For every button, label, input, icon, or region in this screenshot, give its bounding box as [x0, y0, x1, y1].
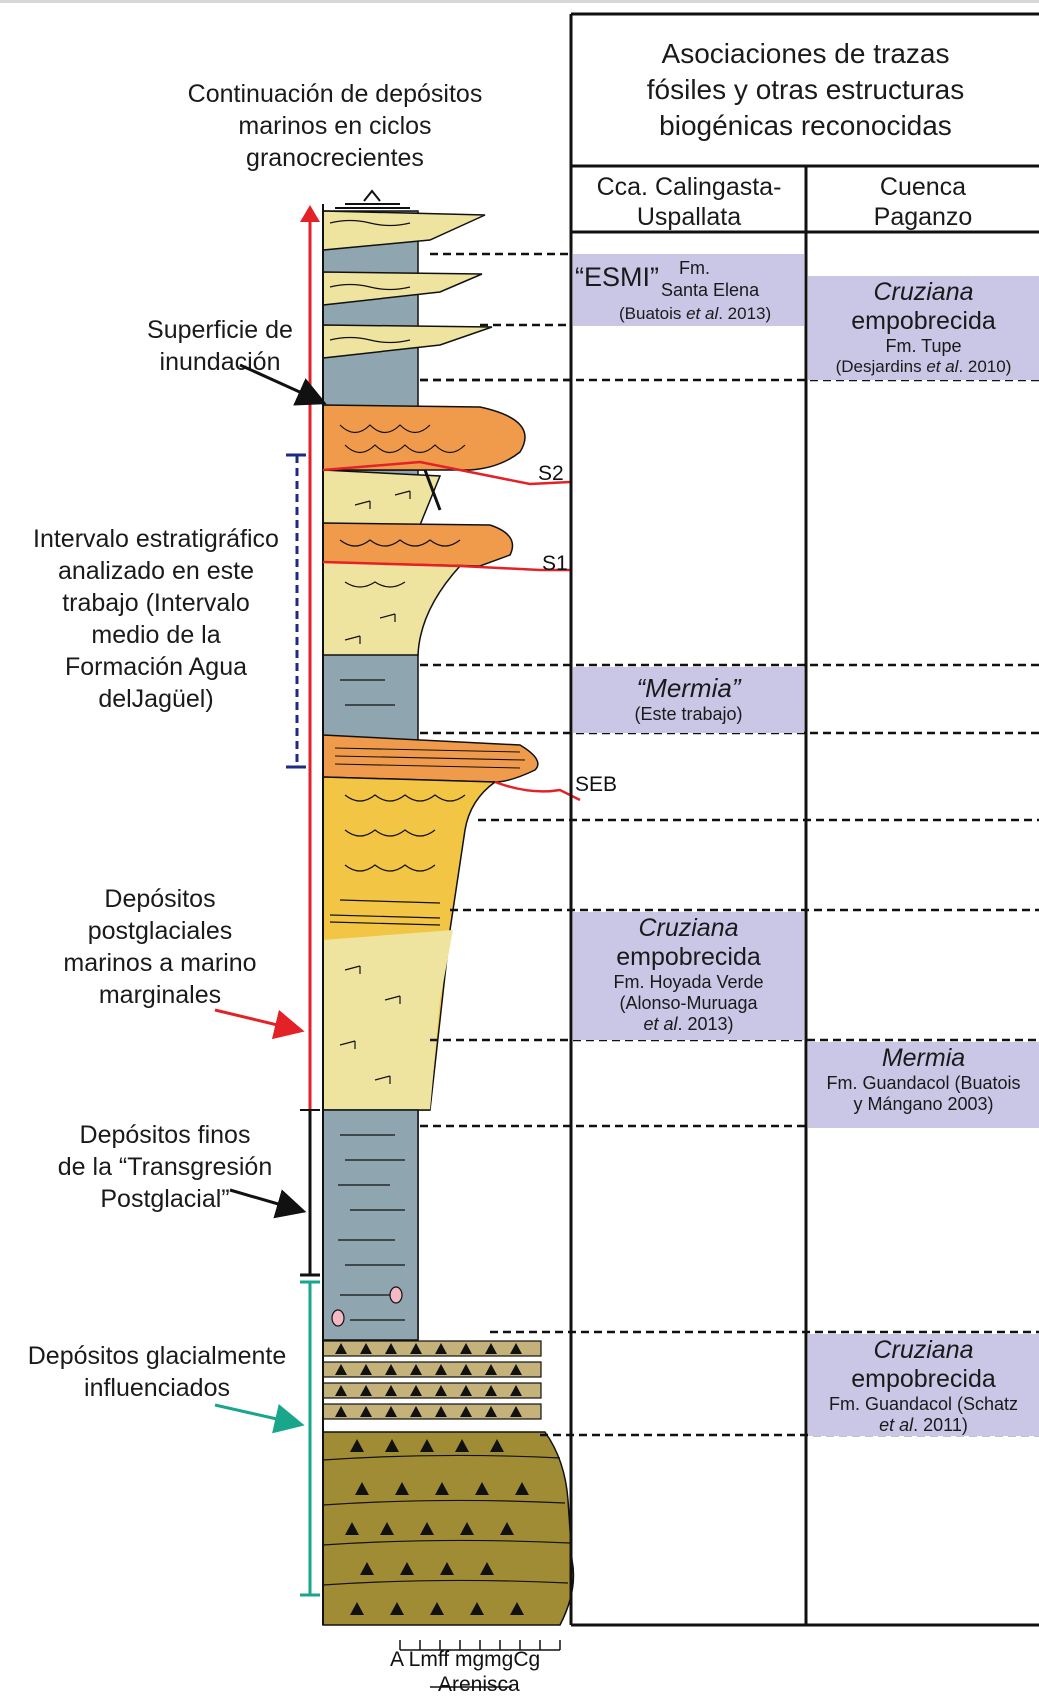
bracket-teal	[300, 1282, 320, 1595]
grain-size-ticks: A Lmff mgmgCg	[390, 1648, 540, 1671]
bracket-black	[300, 1110, 320, 1275]
arrow-superficie	[240, 365, 313, 398]
box-cruziana-hoyada-verde: Cruziana empobrecida Fm. Hoyada Verde (A…	[573, 912, 804, 1040]
orange-bed-s2	[323, 405, 525, 470]
box-mermia-este-trabajo: “Mermia” (Este trabajo)	[573, 667, 804, 733]
arrow-finos	[230, 1190, 292, 1208]
sand-bed-middle	[323, 470, 440, 525]
diamictite-thick-bed	[323, 1432, 574, 1625]
orange-bed-s1	[323, 523, 513, 566]
grain-size-label: Arenisca	[438, 1673, 520, 1696]
box-mermia-guandacol: Mermia Fm. Guandacol (Buatois y Mángano …	[808, 1042, 1039, 1128]
bracket-red	[300, 205, 320, 1110]
continuation-symbol	[335, 191, 410, 208]
column-header-calingasta: Cca. Calingasta-Uspallata	[574, 172, 804, 232]
bracket-blue-dashed	[286, 455, 306, 767]
surface-label-seb: SEB	[575, 773, 617, 796]
surface-label-s2: S2	[538, 462, 564, 485]
box-esmi: “ESMI” Fm. Santa Elena (Buatois et al. 2…	[573, 254, 804, 326]
box-cruziana-tupe: Cruziana empobrecida Fm. Tupe (Desjardin…	[808, 276, 1039, 380]
arrow-glaciales	[215, 1405, 290, 1422]
sand-bed-lower-middle	[323, 562, 460, 655]
box-cruziana-guandacol: Cruziana empobrecida Fm. Guandacol (Scha…	[808, 1334, 1039, 1436]
surface-label-s1: S1	[542, 552, 568, 575]
diamictite-thin-beds	[323, 1341, 541, 1419]
arrow-postglaciales	[215, 1010, 290, 1028]
